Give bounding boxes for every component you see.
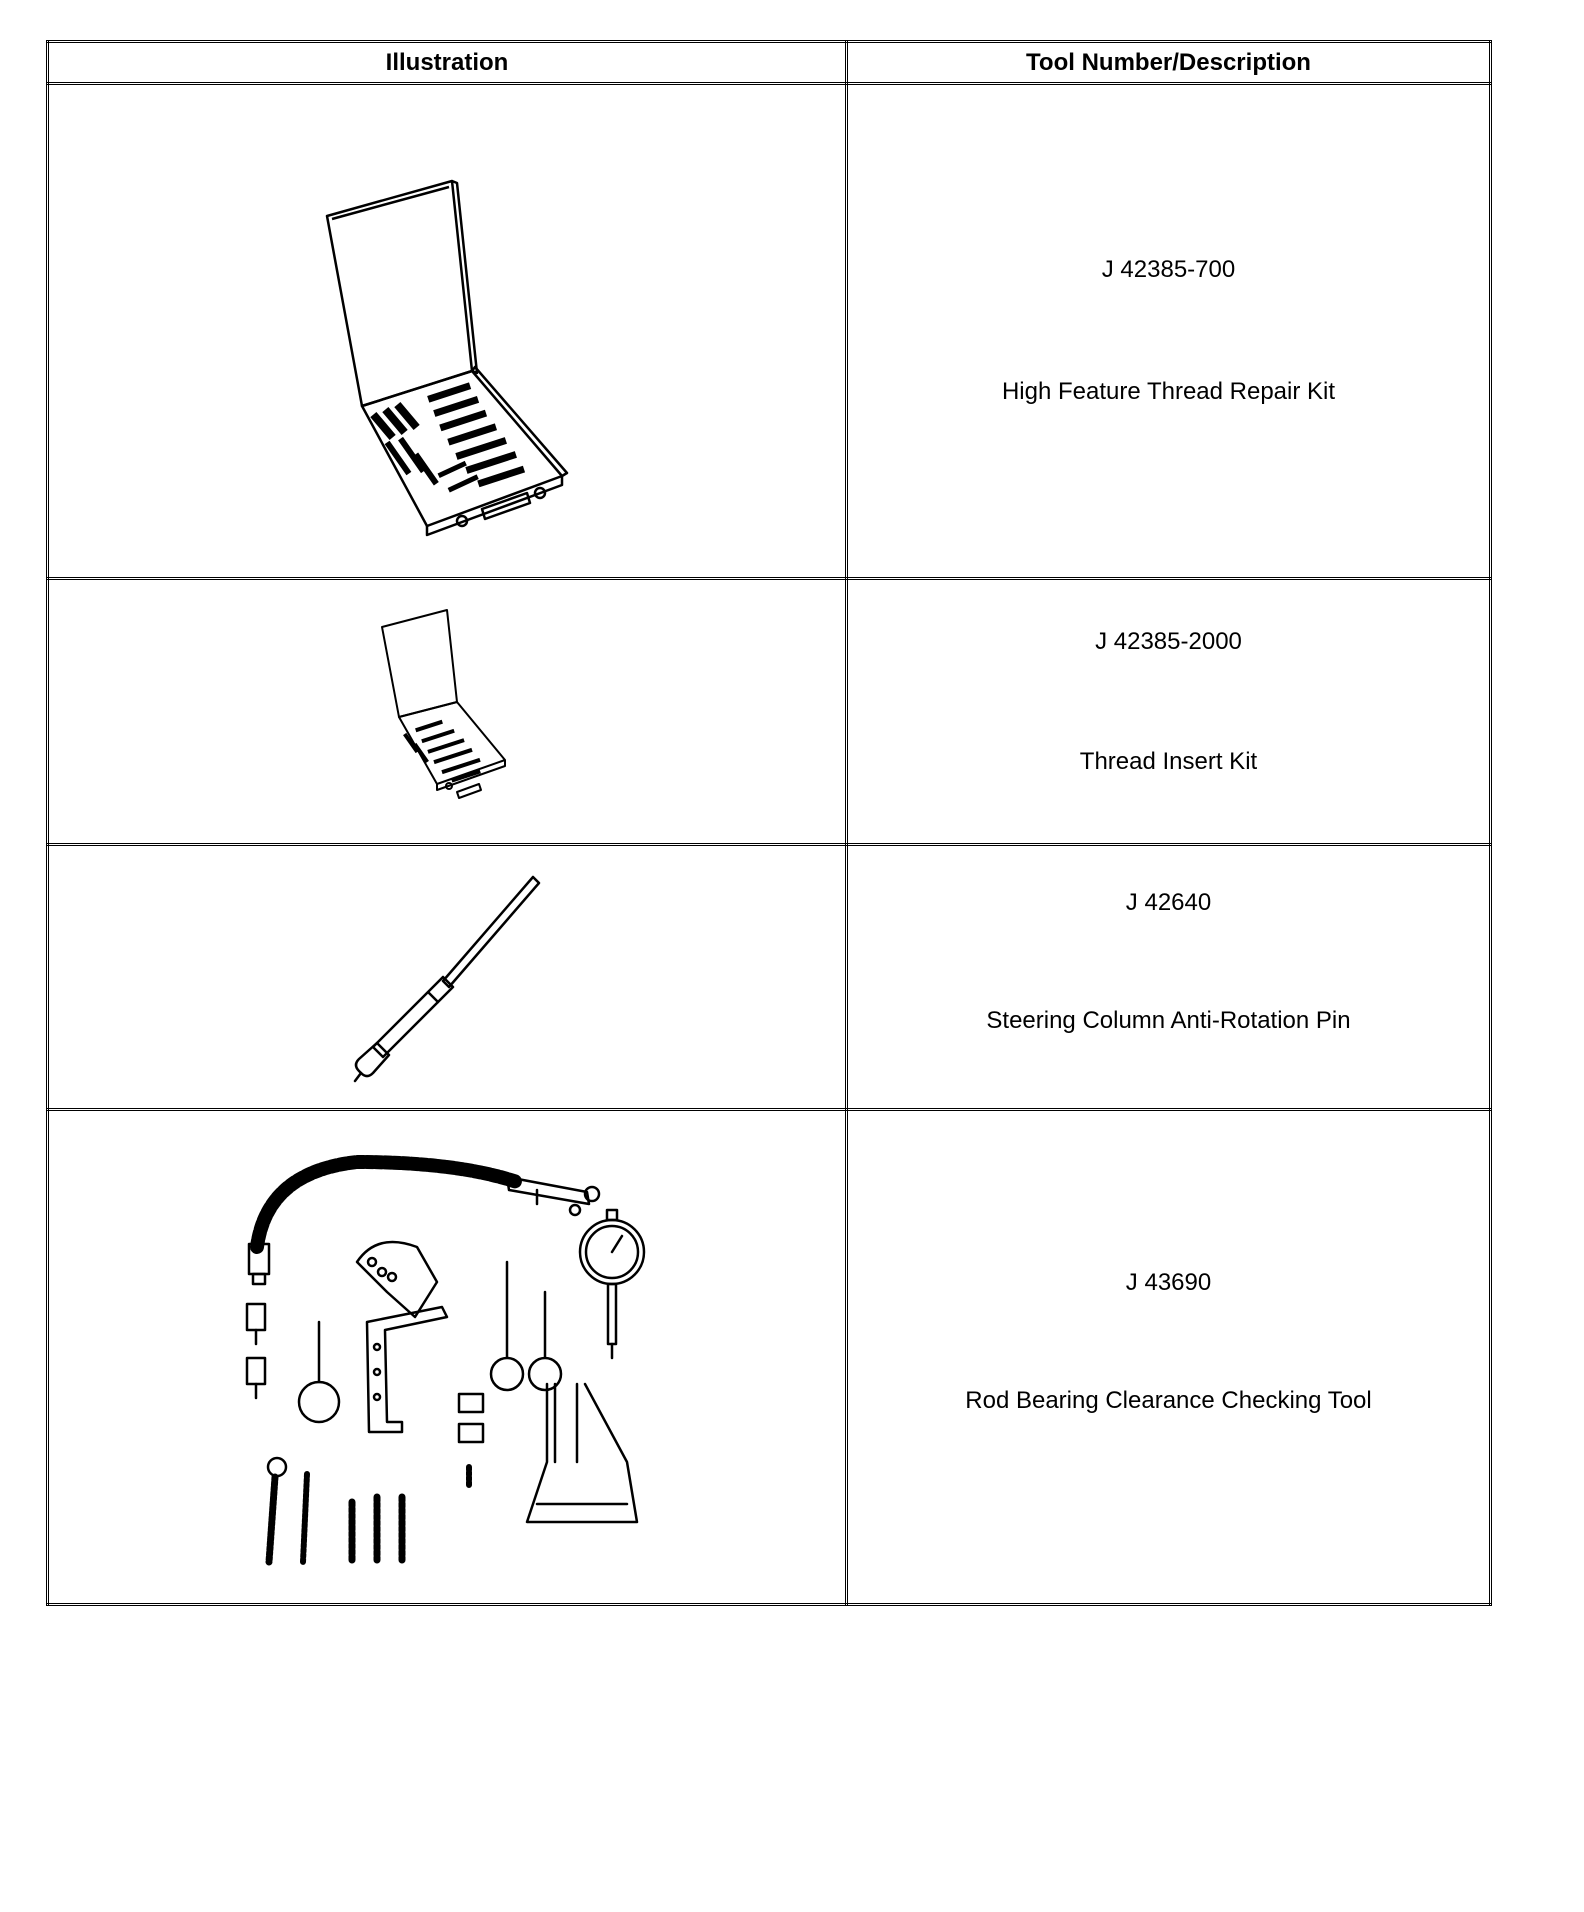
tool-number: J 42640: [1125, 889, 1212, 916]
tool-info-cell: J 42385-2000 Thread Insert Kit: [845, 577, 1492, 846]
illustration-cell: [46, 82, 848, 580]
header-illustration: Illustration: [46, 40, 848, 85]
tool-number: J 43690: [1125, 1269, 1212, 1296]
tool-info-cell: J 43690 Rod Bearing Clearance Checking T…: [845, 1108, 1492, 1606]
header-tool-number-description: Tool Number/Description: [845, 40, 1492, 85]
illustration-cell: [46, 577, 848, 846]
tool-info: J 42640 Steering Column Anti-Rotation Pi…: [848, 889, 1489, 1035]
thread-insert-kit-case-icon: [381, 608, 506, 799]
table-row: J 42385-2000 Thread Insert Kit: [46, 577, 1492, 846]
table-row: J 43690 Rod Bearing Clearance Checking T…: [46, 1108, 1492, 1606]
special-tools-table: Illustration Tool Number/Description: [46, 40, 1492, 1606]
illustration-cell: [46, 843, 848, 1111]
tool-description: High Feature Thread Repair Kit: [1001, 378, 1336, 405]
tool-info: J 42385-700 High Feature Thread Repair K…: [848, 256, 1489, 406]
tool-number: J 42385-2000: [1095, 627, 1242, 655]
anti-rotation-pin-icon: [353, 875, 541, 1083]
tool-description: Rod Bearing Clearance Checking Tool: [965, 1387, 1372, 1414]
illustration-cell: [46, 1108, 848, 1606]
tool-description: Steering Column Anti-Rotation Pin: [986, 1007, 1351, 1034]
tool-info-cell: J 42385-700 High Feature Thread Repair K…: [845, 82, 1492, 580]
tool-info-cell: J 42640 Steering Column Anti-Rotation Pi…: [845, 843, 1492, 1111]
tool-info: J 43690 Rod Bearing Clearance Checking T…: [848, 1269, 1489, 1415]
tool-description: Thread Insert Kit: [1079, 747, 1258, 775]
table-row: J 42385-700 High Feature Thread Repair K…: [46, 82, 1492, 580]
rod-bearing-checking-tool-icon: [245, 1155, 646, 1566]
tool-info: J 42385-2000 Thread Insert Kit: [848, 628, 1489, 776]
table-header-row: Illustration Tool Number/Description: [46, 40, 1492, 85]
thread-repair-kit-case-icon: [325, 179, 569, 537]
table-row: J 42640 Steering Column Anti-Rotation Pi…: [46, 843, 1492, 1111]
tool-number: J 42385-700: [1101, 256, 1236, 283]
